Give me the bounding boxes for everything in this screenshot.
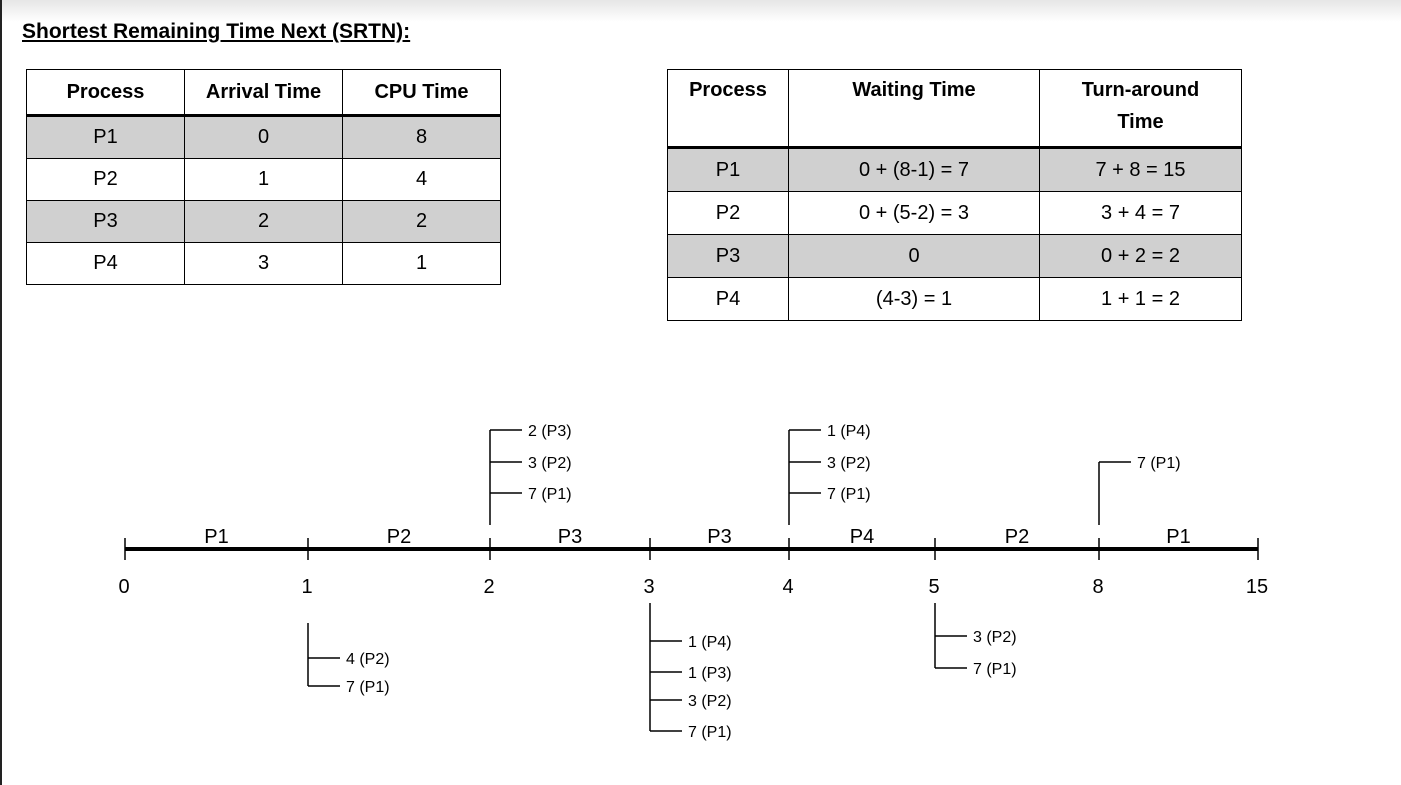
cell-process: P4	[667, 277, 789, 321]
cell-waiting-time: 0 + (5-2) = 3	[788, 191, 1040, 235]
tick-label: 15	[1246, 576, 1268, 598]
cell-process: P2	[667, 191, 789, 235]
results-table: Process Waiting Time Turn-around Time P1…	[667, 69, 1242, 321]
table-header-row: Process Waiting Time Turn-around Time	[667, 69, 1242, 148]
tick-label: 8	[1092, 576, 1103, 598]
segment-label: P2	[1005, 526, 1029, 548]
segment-label: P3	[558, 526, 582, 548]
queue-item: 7 (P1)	[973, 661, 1017, 678]
top-shadow-bar	[0, 0, 1401, 22]
table-row: P4 (4-3) = 1 1 + 1 = 2	[667, 277, 1242, 321]
queue-item: 1 (P4)	[688, 634, 732, 651]
cell-arrival-time: 3	[184, 242, 343, 285]
cell-arrival-time: 0	[184, 115, 343, 159]
segment-label: P1	[1166, 526, 1190, 548]
cell-cpu-time: 2	[342, 200, 501, 243]
cell-turnaround-time: 3 + 4 = 7	[1039, 191, 1242, 235]
queue-item: 4 (P2)	[346, 651, 390, 668]
header-arrival-time: Arrival Time	[184, 69, 343, 116]
queue-item: 3 (P2)	[688, 693, 732, 710]
queue-item: 7 (P1)	[688, 724, 732, 741]
cell-waiting-time: (4-3) = 1	[788, 277, 1040, 321]
tick-label: 5	[928, 576, 939, 598]
cell-cpu-time: 4	[342, 158, 501, 201]
page-title: Shortest Remaining Time Next (SRTN):	[22, 20, 411, 43]
queue-item: 3 (P2)	[827, 455, 871, 472]
tick-label: 1	[301, 576, 312, 598]
cell-cpu-time: 1	[342, 242, 501, 285]
queue-item: 7 (P1)	[528, 486, 572, 503]
queue-item: 7 (P1)	[346, 679, 390, 696]
table-row: P1 0 + (8-1) = 7 7 + 8 = 15	[667, 147, 1242, 192]
table-header-row: Process Arrival Time CPU Time	[26, 69, 501, 116]
cell-turnaround-time: 1 + 1 = 2	[1039, 277, 1242, 321]
cell-process: P1	[667, 147, 789, 192]
table-row: P2 0 + (5-2) = 3 3 + 4 = 7	[667, 191, 1242, 235]
segment-label: P2	[387, 526, 411, 548]
cell-process: P3	[667, 234, 789, 278]
tick-label: 2	[483, 576, 494, 598]
segment-label: P1	[204, 526, 228, 548]
queue-item: 3 (P2)	[528, 455, 572, 472]
queue-item: 2 (P3)	[528, 423, 572, 440]
queue-item: 7 (P1)	[827, 486, 871, 503]
queue-item: 1 (P4)	[827, 423, 871, 440]
left-edge-line	[0, 0, 2, 785]
table-row: P2 1 4	[26, 158, 501, 201]
table-row: P4 3 1	[26, 242, 501, 285]
cell-process: P4	[26, 242, 185, 285]
cell-process: P1	[26, 115, 185, 159]
tick-label: 4	[782, 576, 793, 598]
cell-waiting-time: 0	[788, 234, 1040, 278]
header-process: Process	[26, 69, 185, 116]
queue-item: 3 (P2)	[973, 629, 1017, 646]
queue-item: 7 (P1)	[1137, 455, 1181, 472]
cell-arrival-time: 1	[184, 158, 343, 201]
header-cpu-time: CPU Time	[342, 69, 501, 116]
segment-label: P4	[850, 526, 874, 548]
cell-cpu-time: 8	[342, 115, 501, 159]
cell-turnaround-time: 7 + 8 = 15	[1039, 147, 1242, 192]
process-input-table: Process Arrival Time CPU Time P1 0 8 P2 …	[26, 69, 501, 285]
tick-label: 3	[643, 576, 654, 598]
header-process: Process	[667, 69, 789, 148]
tick-label: 0	[118, 576, 129, 598]
cell-waiting-time: 0 + (8-1) = 7	[788, 147, 1040, 192]
queue-item: 1 (P3)	[688, 665, 732, 682]
table-row: P1 0 8	[26, 115, 501, 159]
segment-label: P3	[707, 526, 731, 548]
